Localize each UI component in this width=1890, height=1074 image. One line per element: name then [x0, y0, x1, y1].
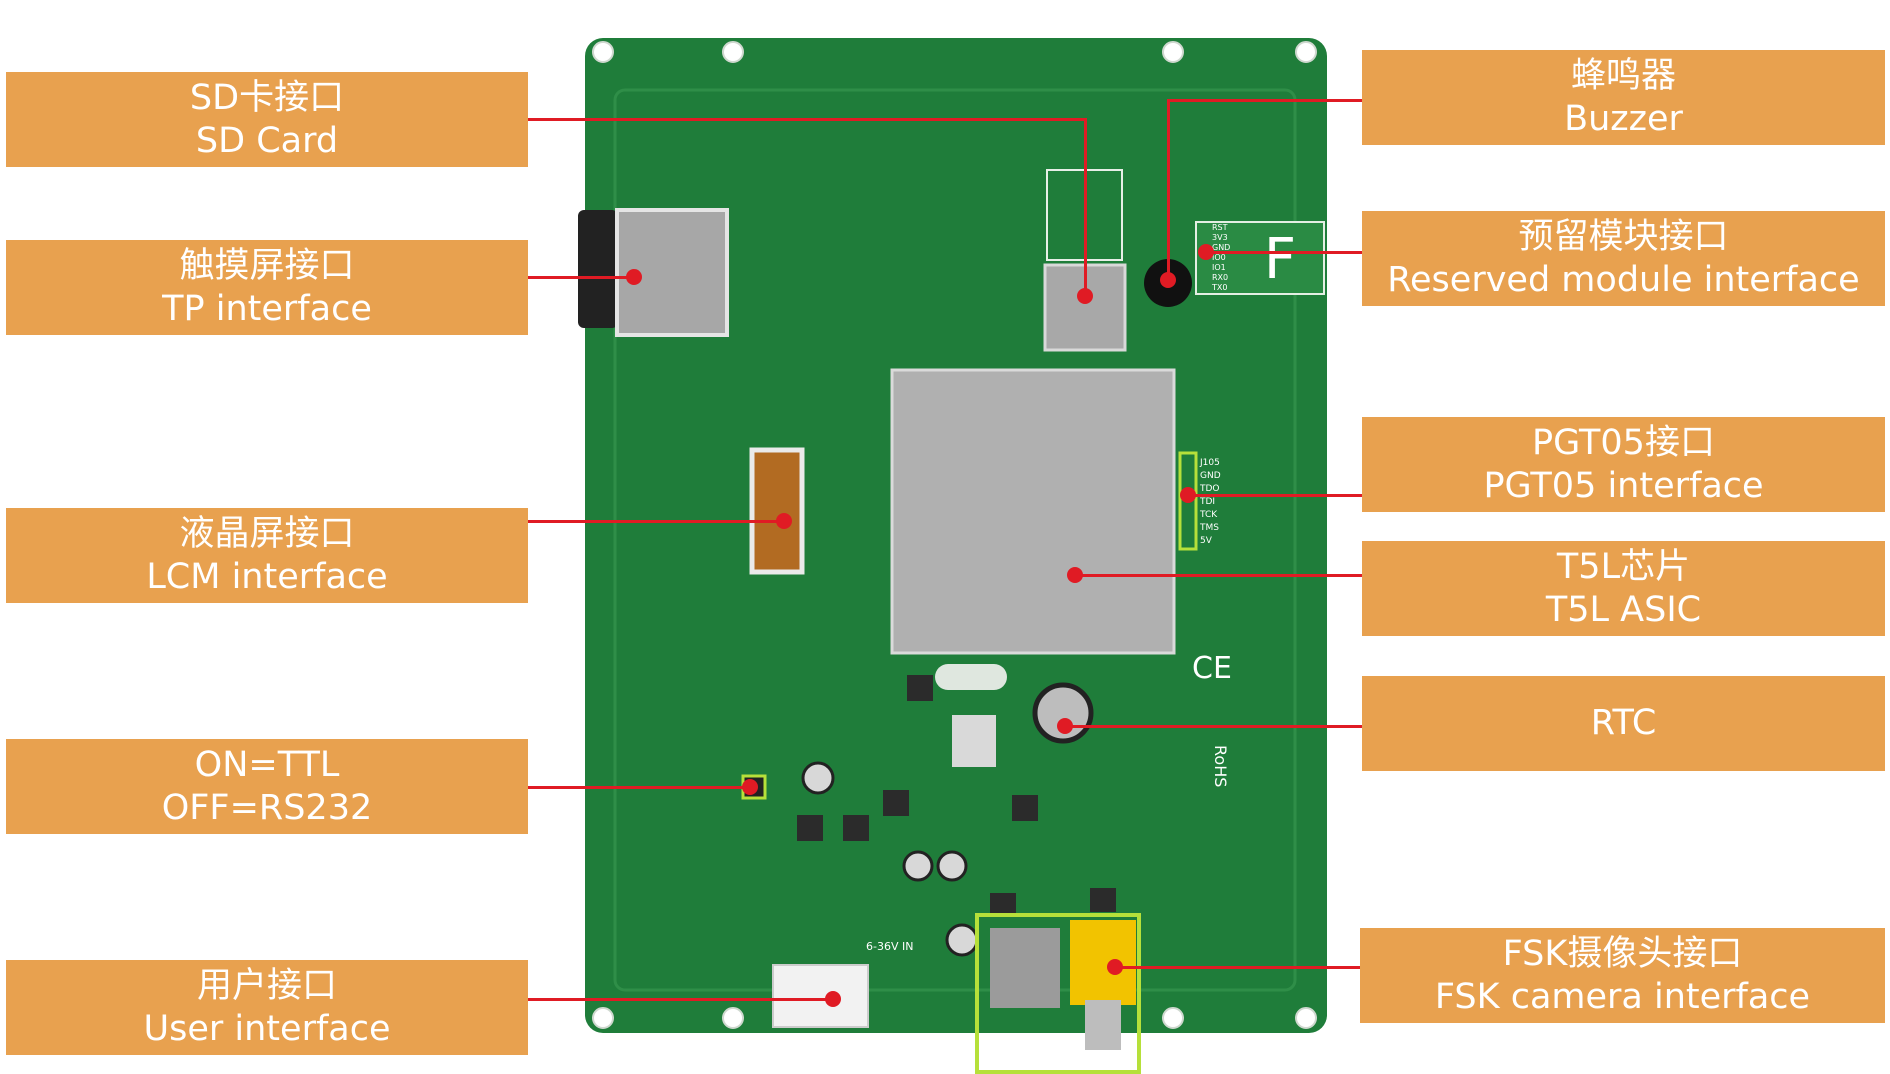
- pcb-edge-trace: [613, 88, 1297, 992]
- module-pin-label: IO0: [1212, 253, 1226, 262]
- label-lcm-interface-cn: 液晶屏接口: [179, 513, 355, 554]
- callout-line-sd-card: [528, 118, 1086, 121]
- lcm-connector: [749, 447, 805, 575]
- callout-line-rtc: [1065, 725, 1362, 728]
- callout-dot-tp: [626, 269, 642, 285]
- tp-connector-housing: [578, 210, 618, 328]
- label-pgt05-interface: PGT05接口 PGT05 interface: [1362, 417, 1885, 512]
- capacitors: [801, 761, 979, 957]
- input-text: 6-36V IN: [866, 940, 913, 953]
- label-tp-interface: 触摸屏接口 TP interface: [6, 240, 528, 335]
- module-pin-label: 3V3: [1212, 233, 1228, 242]
- label-fsk-camera: FSK摄像头接口 FSK camera interface: [1360, 928, 1885, 1023]
- callout-dot-rtc: [1057, 718, 1073, 734]
- ce-mark: CE: [1192, 651, 1232, 686]
- label-tp-interface-cn: 触摸屏接口: [179, 245, 355, 286]
- oval-cutout: [935, 664, 1007, 690]
- label-rtc: RTC: [1362, 676, 1885, 771]
- inductors: [797, 675, 1116, 917]
- rca-barrel: [1085, 1000, 1121, 1050]
- label-rtc-text: RTC: [1590, 703, 1657, 743]
- user-connector: [772, 964, 869, 1028]
- label-buzzer-cn: 蜂鸣器: [1570, 55, 1676, 96]
- label-reserved-module: 预留模块接口 Reserved module interface: [1362, 211, 1885, 306]
- small-shield: [952, 715, 996, 767]
- label-ttl-line1: ON=TTL: [194, 744, 340, 785]
- label-fsk-cn: FSK摄像头接口: [1502, 933, 1743, 974]
- rca-jack: [1070, 920, 1136, 1005]
- callout-line-module: [1206, 251, 1362, 254]
- module-pin-label: TX0: [1211, 283, 1227, 292]
- pgt05-header: [1178, 451, 1198, 551]
- label-sd-card-cn: SD卡接口: [189, 77, 345, 118]
- pgt05-pin-label: J105: [1199, 458, 1220, 468]
- callout-dot-ttl: [742, 779, 758, 795]
- pgt05-pin-label: TDO: [1199, 484, 1220, 494]
- module-pin-label: RX0: [1212, 273, 1228, 282]
- sd-card-slot: [1043, 263, 1127, 352]
- label-buzzer-en: Buzzer: [1564, 98, 1683, 139]
- callout-dot-user: [825, 991, 841, 1007]
- module-pin-labels: RST 3V3 GND IO0 IO1 RX0 TX0: [1211, 223, 1230, 292]
- module-pin-label: GND: [1212, 243, 1230, 252]
- label-lcm-interface: 液晶屏接口 LCM interface: [6, 508, 528, 603]
- label-reserved-module-en: Reserved module interface: [1387, 259, 1860, 300]
- callout-line-ttl: [528, 786, 750, 789]
- pgt05-pin-label: TMS: [1199, 523, 1219, 533]
- rohs-mark: RoHS: [1211, 745, 1230, 787]
- label-buzzer: 蜂鸣器 Buzzer: [1362, 50, 1885, 145]
- callout-dot-fsk: [1107, 959, 1123, 975]
- pgt05-pin-label: 5V: [1200, 536, 1213, 546]
- callout-line-buzzer: [1168, 99, 1362, 102]
- label-sd-card: SD卡接口 SD Card: [6, 72, 528, 167]
- label-user-interface-en: User interface: [143, 1008, 391, 1049]
- callout-line-lcm: [528, 520, 784, 523]
- label-fsk-en: FSK camera interface: [1434, 976, 1811, 1017]
- label-user-interface-cn: 用户接口: [196, 965, 337, 1006]
- pgt05-pin-label: TDI: [1199, 497, 1215, 507]
- label-ttl-line2: OFF=RS232: [161, 787, 373, 828]
- callout-line-tp: [528, 276, 634, 279]
- pgt05-pin-labels: J105 GND TDO TDI TCK TMS 5V: [1199, 458, 1221, 546]
- reserved-module-pads: [1195, 221, 1325, 295]
- module-logo: F: [1264, 227, 1296, 292]
- module-pin-label: RST: [1212, 223, 1228, 232]
- label-t5l-cn: T5L芯片: [1556, 546, 1691, 587]
- module-pin-label: IO1: [1212, 263, 1226, 272]
- callout-line-t5l: [1075, 574, 1362, 577]
- label-lcm-interface-en: LCM interface: [146, 556, 388, 597]
- callout-dot-sd-card: [1077, 288, 1093, 304]
- label-ttl-switch: ON=TTL OFF=RS232: [6, 739, 528, 834]
- callout-line-fsk: [1115, 966, 1360, 969]
- label-t5l-en: T5L ASIC: [1545, 589, 1702, 630]
- label-sd-card-en: SD Card: [195, 120, 339, 161]
- callout-line-sd-card-drop: [1084, 118, 1087, 296]
- label-user-interface: 用户接口 User interface: [6, 960, 528, 1055]
- callout-dot-pgt05: [1180, 487, 1196, 503]
- callout-dot-t5l: [1067, 567, 1083, 583]
- power-terminal: [990, 928, 1060, 1008]
- label-pgt05-cn: PGT05接口: [1532, 422, 1715, 463]
- label-pgt05-en: PGT05 interface: [1483, 465, 1764, 506]
- label-reserved-module-cn: 预留模块接口: [1518, 216, 1729, 257]
- pgt05-pin-label: TCK: [1199, 510, 1218, 520]
- callout-line-user: [528, 998, 833, 1001]
- mounting-holes: [592, 41, 1317, 1029]
- pgt05-pin-label: GND: [1200, 471, 1221, 481]
- t5l-shield: [890, 368, 1176, 655]
- callout-dot-lcm: [776, 513, 792, 529]
- callout-dot-buzzer: [1160, 272, 1176, 288]
- fsk-highlight: [975, 913, 1141, 1074]
- callout-line-buzzer-drop: [1167, 99, 1170, 279]
- callout-line-pgt05: [1188, 494, 1362, 497]
- callout-dot-module: [1198, 244, 1214, 260]
- label-tp-interface-en: TP interface: [162, 288, 372, 329]
- label-t5l-asic: T5L芯片 T5L ASIC: [1362, 541, 1885, 636]
